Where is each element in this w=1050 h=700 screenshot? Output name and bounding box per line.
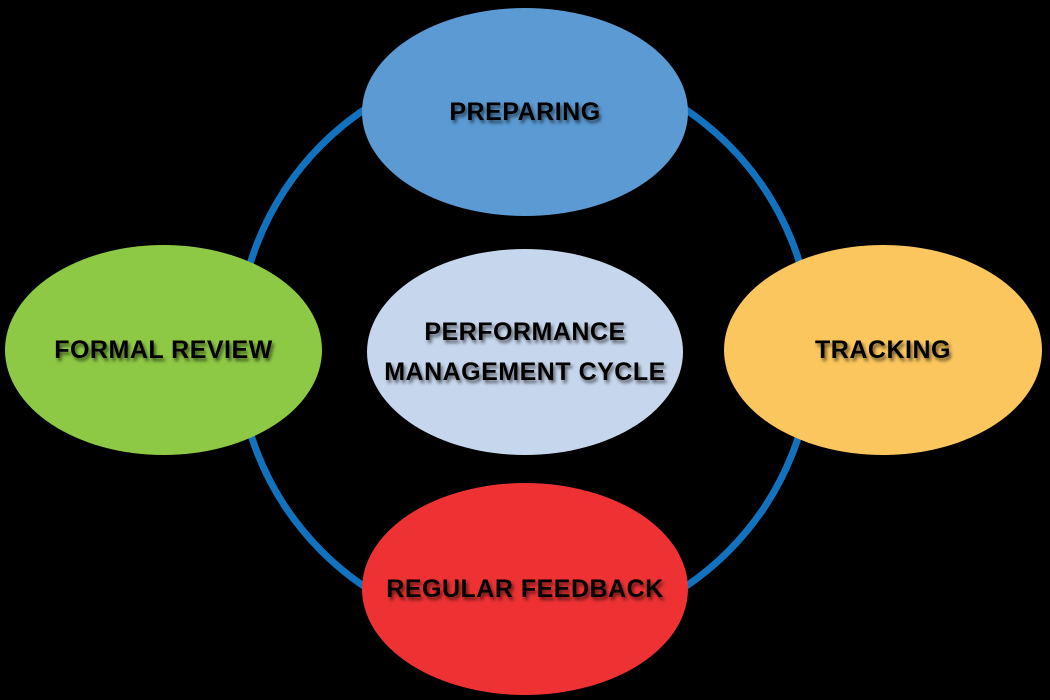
- node-regular-feedback: REGULAR FEEDBACK: [362, 483, 688, 695]
- node-tracking-label: TRACKING: [815, 335, 951, 364]
- node-performance-management-cycle-label: PERFORMANCE MANAGEMENT CYCLE: [384, 312, 666, 392]
- node-preparing: PREPARING: [362, 8, 688, 216]
- node-tracking: TRACKING: [724, 245, 1042, 455]
- center-label-line-1: PERFORMANCE: [424, 318, 626, 346]
- node-preparing-label: PREPARING: [449, 97, 601, 126]
- node-formal-review-label: FORMAL REVIEW: [54, 335, 273, 364]
- node-regular-feedback-label: REGULAR FEEDBACK: [386, 574, 664, 603]
- node-formal-review: FORMAL REVIEW: [5, 245, 322, 455]
- center-label-line-2: MANAGEMENT CYCLE: [384, 358, 666, 386]
- node-performance-management-cycle: PERFORMANCE MANAGEMENT CYCLE: [367, 249, 683, 455]
